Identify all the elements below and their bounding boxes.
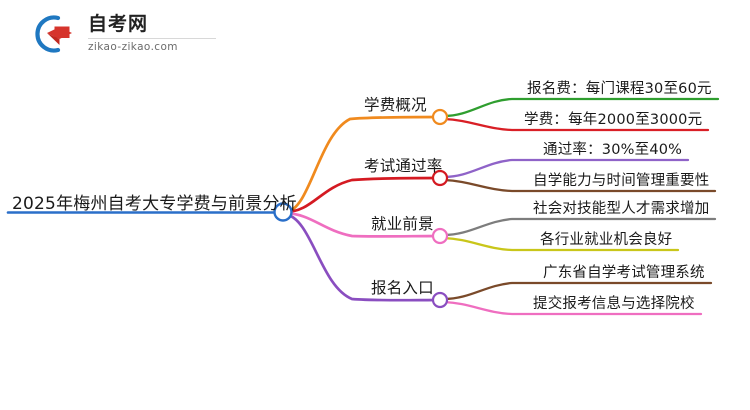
branch-node-2 bbox=[431, 227, 449, 245]
branch-label-1[interactable]: 考试通过率 bbox=[364, 157, 443, 175]
leaf-label-0-1[interactable]: 学费：每年2000至3000元 bbox=[524, 112, 703, 128]
leaf-label-1-0[interactable]: 通过率：30%至40% bbox=[543, 142, 683, 158]
graduation-cap-in-arc-logo-icon bbox=[28, 14, 80, 54]
site-logo[interactable]: 自考网 zikao-zikao.com bbox=[28, 12, 218, 56]
leaf-label-1-1[interactable]: 自学能力与时间管理重要性 bbox=[533, 173, 710, 189]
branch-node-0 bbox=[431, 108, 449, 126]
leaf-label-3-1[interactable]: 提交报考信息与选择院校 bbox=[533, 296, 695, 312]
leaf-label-2-1[interactable]: 各行业就业机会良好 bbox=[540, 232, 673, 248]
brand-name: 自考网 bbox=[88, 13, 149, 35]
branch-label-0[interactable]: 学费概况 bbox=[364, 96, 427, 114]
branch-label-2[interactable]: 就业前景 bbox=[371, 215, 434, 233]
branch-node-3 bbox=[431, 291, 449, 309]
root-label[interactable]: 2025年梅州自考大专学费与前景分析 bbox=[12, 194, 297, 214]
leaf-label-3-0[interactable]: 广东省自学考试管理系统 bbox=[543, 265, 705, 281]
branch-connector-1 bbox=[283, 176, 442, 214]
brand-url: zikao-zikao.com bbox=[88, 41, 178, 53]
branch-label-3[interactable]: 报名入口 bbox=[371, 279, 434, 297]
leaf-label-2-0[interactable]: 社会对技能型人才需求增加 bbox=[533, 201, 710, 217]
logo-divider bbox=[88, 38, 216, 39]
leaf-label-0-0[interactable]: 报名费：每门课程30至60元 bbox=[527, 81, 712, 97]
